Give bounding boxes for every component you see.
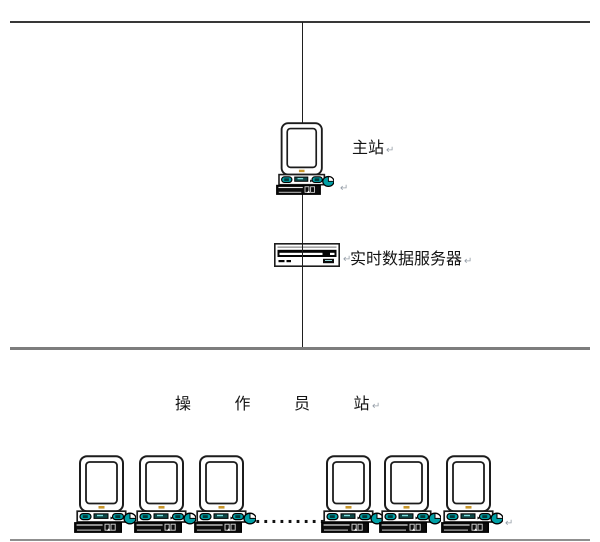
- page-bottom-line: [10, 539, 590, 541]
- return-mark-icon: ↵: [372, 401, 381, 412]
- operator-workstation-icon: [134, 455, 196, 533]
- server-label: 实时数据服务器↵: [350, 251, 473, 268]
- operator-workstation-icon: [194, 455, 256, 533]
- master-station-icon: [276, 122, 334, 195]
- operator-workstation-icon: [379, 455, 441, 533]
- continuation-dots: .........: [255, 506, 328, 528]
- return-mark-icon: ↵: [340, 183, 349, 194]
- network-bus-top-line: [10, 21, 590, 23]
- operator-workstation-icon: [441, 455, 503, 533]
- return-mark-icon: ↵: [386, 145, 395, 156]
- return-mark-icon: ↵: [464, 256, 473, 267]
- server-icon: [274, 243, 340, 267]
- master-station-label: 主站↵: [352, 140, 395, 157]
- operator-station-label: 操作员站↵: [175, 396, 414, 413]
- return-mark-icon: ↵: [505, 518, 514, 529]
- network-bus-bottom-line: [10, 347, 590, 350]
- operator-workstation-icon: [321, 455, 383, 533]
- operator-workstation-icon: [74, 455, 136, 533]
- return-mark-icon: ↵: [343, 254, 352, 265]
